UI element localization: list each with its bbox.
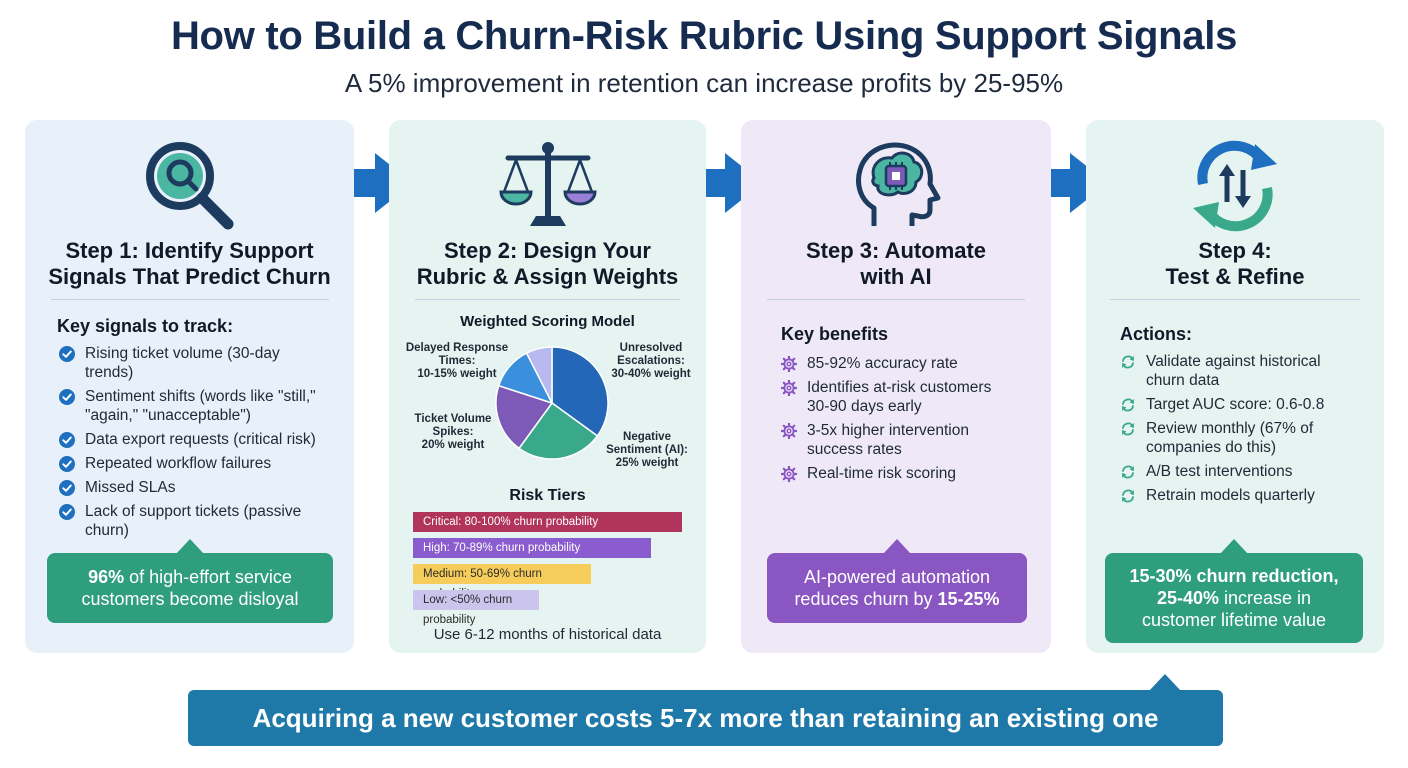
list-item: A/B test interventions bbox=[1120, 462, 1370, 481]
divider bbox=[51, 299, 329, 300]
divider bbox=[767, 299, 1025, 300]
callout-pointer bbox=[176, 539, 204, 554]
gear-icon bbox=[781, 423, 797, 439]
step-1-title: Step 1: Identify Support Signals That Pr… bbox=[48, 238, 331, 289]
list-item: Real-time risk scoring bbox=[781, 464, 1041, 483]
list-item: Target AUC score: 0.6-0.8 bbox=[1120, 395, 1370, 414]
pie-slice bbox=[551, 346, 609, 437]
refresh-icon bbox=[1122, 355, 1134, 369]
refresh-cycle-icon bbox=[1193, 140, 1277, 232]
check-circle-icon bbox=[59, 346, 75, 362]
step-3-panel: Step 3: Automate with AI Key benefits 85… bbox=[741, 120, 1051, 653]
stat-callout: 96% of high-effort service customers bec… bbox=[47, 539, 333, 623]
risk-tier-bar: Medium: 50-69% churn probability bbox=[413, 564, 591, 600]
list-item: 85-92% accuracy rate bbox=[781, 354, 1041, 373]
step-2-panel: Step 2: Design Your Rubric & Assign Weig… bbox=[389, 120, 706, 653]
benefits-heading: Key benefits bbox=[781, 324, 889, 344]
scoring-model-heading: Weighted Scoring Model bbox=[460, 313, 635, 330]
check-circle-icon bbox=[59, 432, 75, 448]
weight-pie-chart bbox=[495, 346, 609, 460]
ai-brain-head-icon bbox=[856, 142, 941, 226]
historical-data-note: Use 6-12 months of historical data bbox=[433, 626, 662, 643]
risk-tiers-heading: Risk Tiers bbox=[509, 487, 586, 504]
risk-tier-bar: Critical: 80-100% churn probability bbox=[413, 512, 682, 532]
list-item: Data export requests (critical risk) bbox=[59, 430, 349, 449]
divider bbox=[415, 299, 680, 300]
magnifier-icon bbox=[145, 142, 233, 230]
list-item: Missed SLAs bbox=[59, 478, 349, 497]
check-circle-icon bbox=[59, 480, 75, 496]
page-title: How to Build a Churn-Risk Rubric Using S… bbox=[170, 14, 1238, 58]
list-item: Retrain models quarterly bbox=[1120, 486, 1370, 505]
refresh-icon bbox=[1122, 422, 1134, 436]
pie-slice bbox=[525, 346, 553, 404]
step-3-title: Step 3: Automate with AI bbox=[805, 238, 987, 289]
refresh-icon bbox=[1122, 398, 1134, 412]
gear-icon bbox=[781, 466, 797, 482]
divider bbox=[1110, 299, 1360, 300]
signals-heading: Key signals to track: bbox=[57, 316, 234, 336]
banner-pointer bbox=[1149, 674, 1181, 691]
pie-slice bbox=[495, 384, 554, 450]
callout-pointer bbox=[883, 539, 911, 554]
step-4-title: Step 4: Test & Refine bbox=[1165, 238, 1305, 289]
step-4-panel: Step 4: Test & Refine Actions: Validate … bbox=[1086, 120, 1384, 653]
refresh-icon bbox=[1122, 489, 1134, 503]
list-item: Repeated workflow failures bbox=[59, 454, 349, 473]
results-callout: 15-30% churn reduction, 25-40% increase … bbox=[1105, 539, 1363, 643]
risk-tier-bar: Low: <50% churn probability bbox=[413, 590, 539, 626]
actions-heading: Actions: bbox=[1120, 324, 1192, 344]
bottom-banner: Acquiring a new customer costs 5-7x more… bbox=[188, 674, 1223, 746]
step-2-title: Step 2: Design Your Rubric & Assign Weig… bbox=[416, 238, 679, 289]
automation-callout: AI-powered automation reduces churn by 1… bbox=[767, 539, 1027, 623]
risk-tier-bar: High: 70-89% churn probability bbox=[413, 538, 651, 558]
balance-scale-icon bbox=[498, 142, 597, 226]
refresh-icon bbox=[1122, 465, 1134, 479]
check-circle-icon bbox=[59, 504, 75, 520]
gear-icon bbox=[781, 356, 797, 372]
banner-text: Acquiring a new customer costs 5-7x more… bbox=[252, 703, 1159, 733]
check-circle-icon bbox=[59, 389, 75, 405]
callout-pointer bbox=[1220, 539, 1248, 554]
pie-slice bbox=[518, 401, 599, 460]
step-1-panel: Step 1: Identify Support Signals That Pr… bbox=[25, 120, 354, 653]
gear-icon bbox=[781, 380, 797, 396]
page-subtitle: A 5% improvement in retention can increa… bbox=[344, 68, 1064, 98]
check-circle-icon bbox=[59, 456, 75, 472]
list-item: Sentiment shifts (words like "still,""ag… bbox=[59, 387, 349, 425]
